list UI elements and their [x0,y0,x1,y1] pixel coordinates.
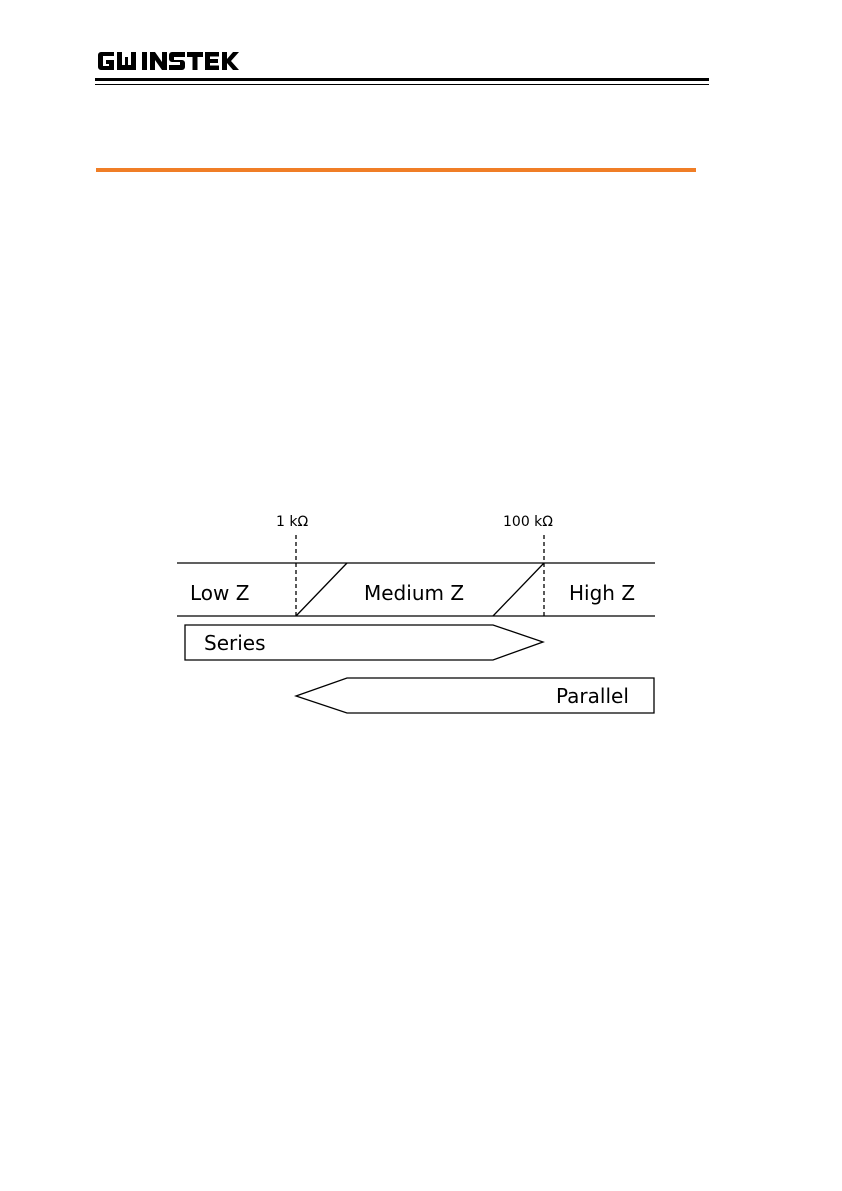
threshold-label-100k: 100 kΩ [503,514,553,530]
section-divider [96,168,696,172]
header-rule [95,78,709,81]
transition-line-1 [296,563,347,616]
zone-label-medium: Medium Z [364,581,464,605]
series-label: Series [204,631,266,655]
threshold-label-1k: 1 kΩ [276,514,308,530]
zone-label-low: Low Z [190,581,249,605]
impedance-diagram: 1 kΩ 100 kΩ Low Z Medium Z High Z Series… [170,505,670,725]
transition-line-2 [493,563,544,616]
gw-instek-logo [95,48,245,74]
header-rule-thin [95,84,709,85]
zone-label-high: High Z [569,581,635,605]
parallel-label: Parallel [556,684,629,708]
